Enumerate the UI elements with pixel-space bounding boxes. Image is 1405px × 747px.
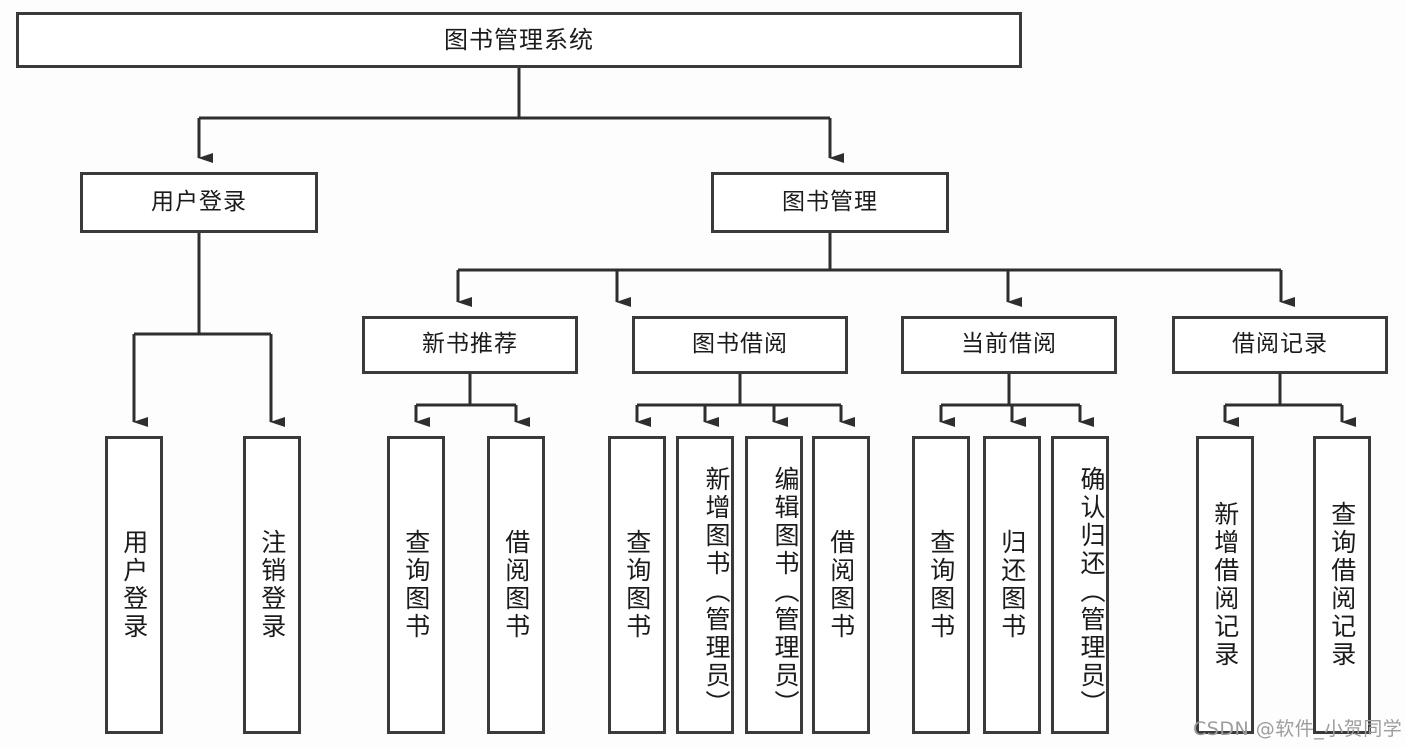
csdn-watermark: CSDN @软件_小贺同学 bbox=[1193, 718, 1403, 740]
node-root[interactable]: 图书管理系统 bbox=[16, 12, 1022, 68]
leaf-query-book-current[interactable]: 查询图书 bbox=[912, 436, 970, 734]
leaf-user-login[interactable]: 用户登录 bbox=[105, 436, 163, 734]
node-user-login[interactable]: 用户登录 bbox=[80, 172, 318, 233]
leaf-confirm-return-admin[interactable]: 确认归还（管理员） bbox=[1051, 436, 1109, 734]
leaf-add-borrow-record[interactable]: 新增借阅记录 bbox=[1196, 436, 1254, 734]
node-new-book-recommend[interactable]: 新书推荐 bbox=[362, 316, 578, 374]
leaf-query-book-recommend[interactable]: 查询图书 bbox=[387, 436, 445, 734]
node-book-management[interactable]: 图书管理 bbox=[711, 172, 949, 233]
node-current-borrow[interactable]: 当前借阅 bbox=[901, 316, 1117, 374]
leaf-edit-book-admin[interactable]: 编辑图书（管理员） bbox=[745, 436, 803, 734]
leaf-borrow-book-recommend[interactable]: 借阅图书 bbox=[487, 436, 545, 734]
node-borrow-records[interactable]: 借阅记录 bbox=[1172, 316, 1388, 374]
leaf-return-book[interactable]: 归还图书 bbox=[983, 436, 1041, 734]
leaf-query-borrow-record[interactable]: 查询借阅记录 bbox=[1313, 436, 1371, 734]
leaf-user-logout[interactable]: 注销登录 bbox=[243, 436, 301, 734]
leaf-borrow-book[interactable]: 借阅图书 bbox=[812, 436, 870, 734]
leaf-add-book-admin[interactable]: 新增图书（管理员） bbox=[676, 436, 734, 734]
node-book-borrow[interactable]: 图书借阅 bbox=[632, 316, 848, 374]
leaf-query-book-borrow[interactable]: 查询图书 bbox=[608, 436, 666, 734]
